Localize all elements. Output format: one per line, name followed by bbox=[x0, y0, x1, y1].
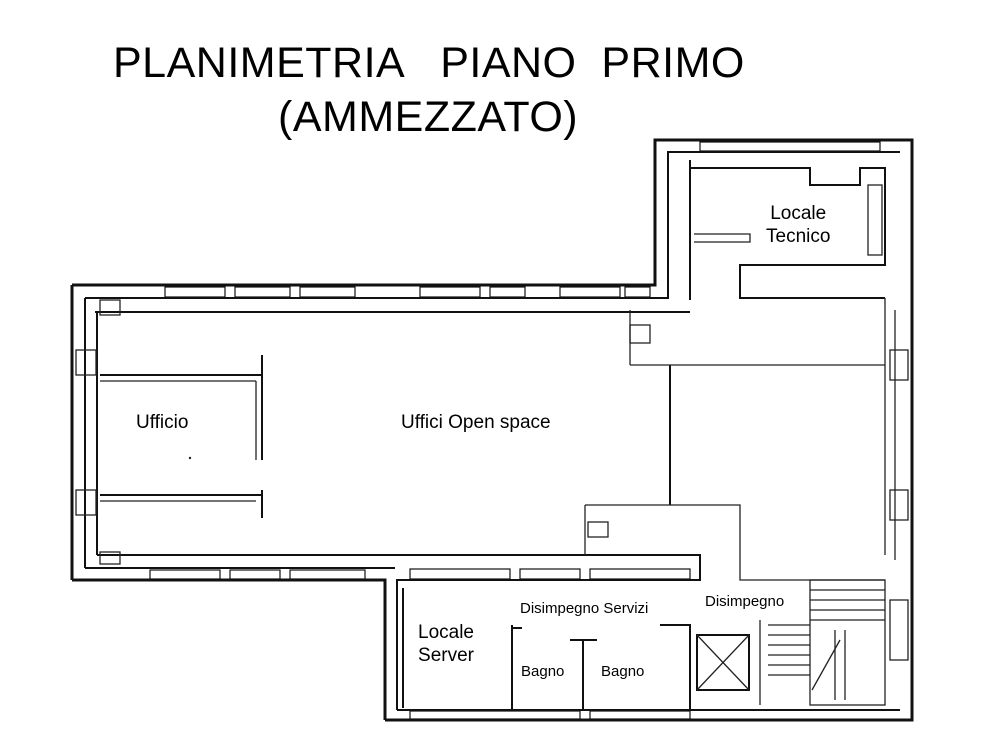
room-label-locale-server-line1: Locale bbox=[418, 622, 474, 643]
bottom-windows bbox=[149, 568, 691, 720]
locale-tecnico-walls bbox=[689, 160, 886, 555]
left-wall-details bbox=[75, 299, 121, 565]
room-label-locale-server-line2: Server bbox=[418, 644, 474, 666]
plan-title: PLANIMETRIA PIANO PRIMO bbox=[113, 39, 745, 87]
open-space-partitions bbox=[584, 310, 885, 555]
right-wall-details bbox=[889, 310, 909, 661]
room-label-bagno-1: Bagno bbox=[521, 663, 565, 680]
room-label-open-space: Uffici Open space bbox=[401, 412, 551, 433]
top-windows bbox=[164, 141, 881, 298]
room-label-disimpegno-servizi: Disimpegno Servizi bbox=[520, 600, 649, 617]
room-label-ufficio: Ufficio bbox=[136, 412, 189, 433]
stairwell bbox=[768, 579, 886, 706]
room-label-bagno-2: Bagno bbox=[601, 663, 645, 680]
plan-subtitle: (AMMEZZATO) bbox=[278, 93, 579, 141]
room-label-locale-tecnico: Locale Tecnico bbox=[766, 203, 830, 249]
room-label-locale-tecnico-line1: Locale bbox=[770, 203, 827, 224]
room-label-disimpegno: Disimpegno bbox=[705, 593, 785, 610]
main-wing-walls bbox=[70, 138, 914, 722]
room-label-locale-server: Locale Server bbox=[418, 622, 474, 668]
room-label-locale-tecnico-line2: Tecnico bbox=[766, 225, 831, 247]
ufficio-partitions bbox=[100, 355, 263, 518]
elevator-shaft bbox=[696, 634, 750, 691]
